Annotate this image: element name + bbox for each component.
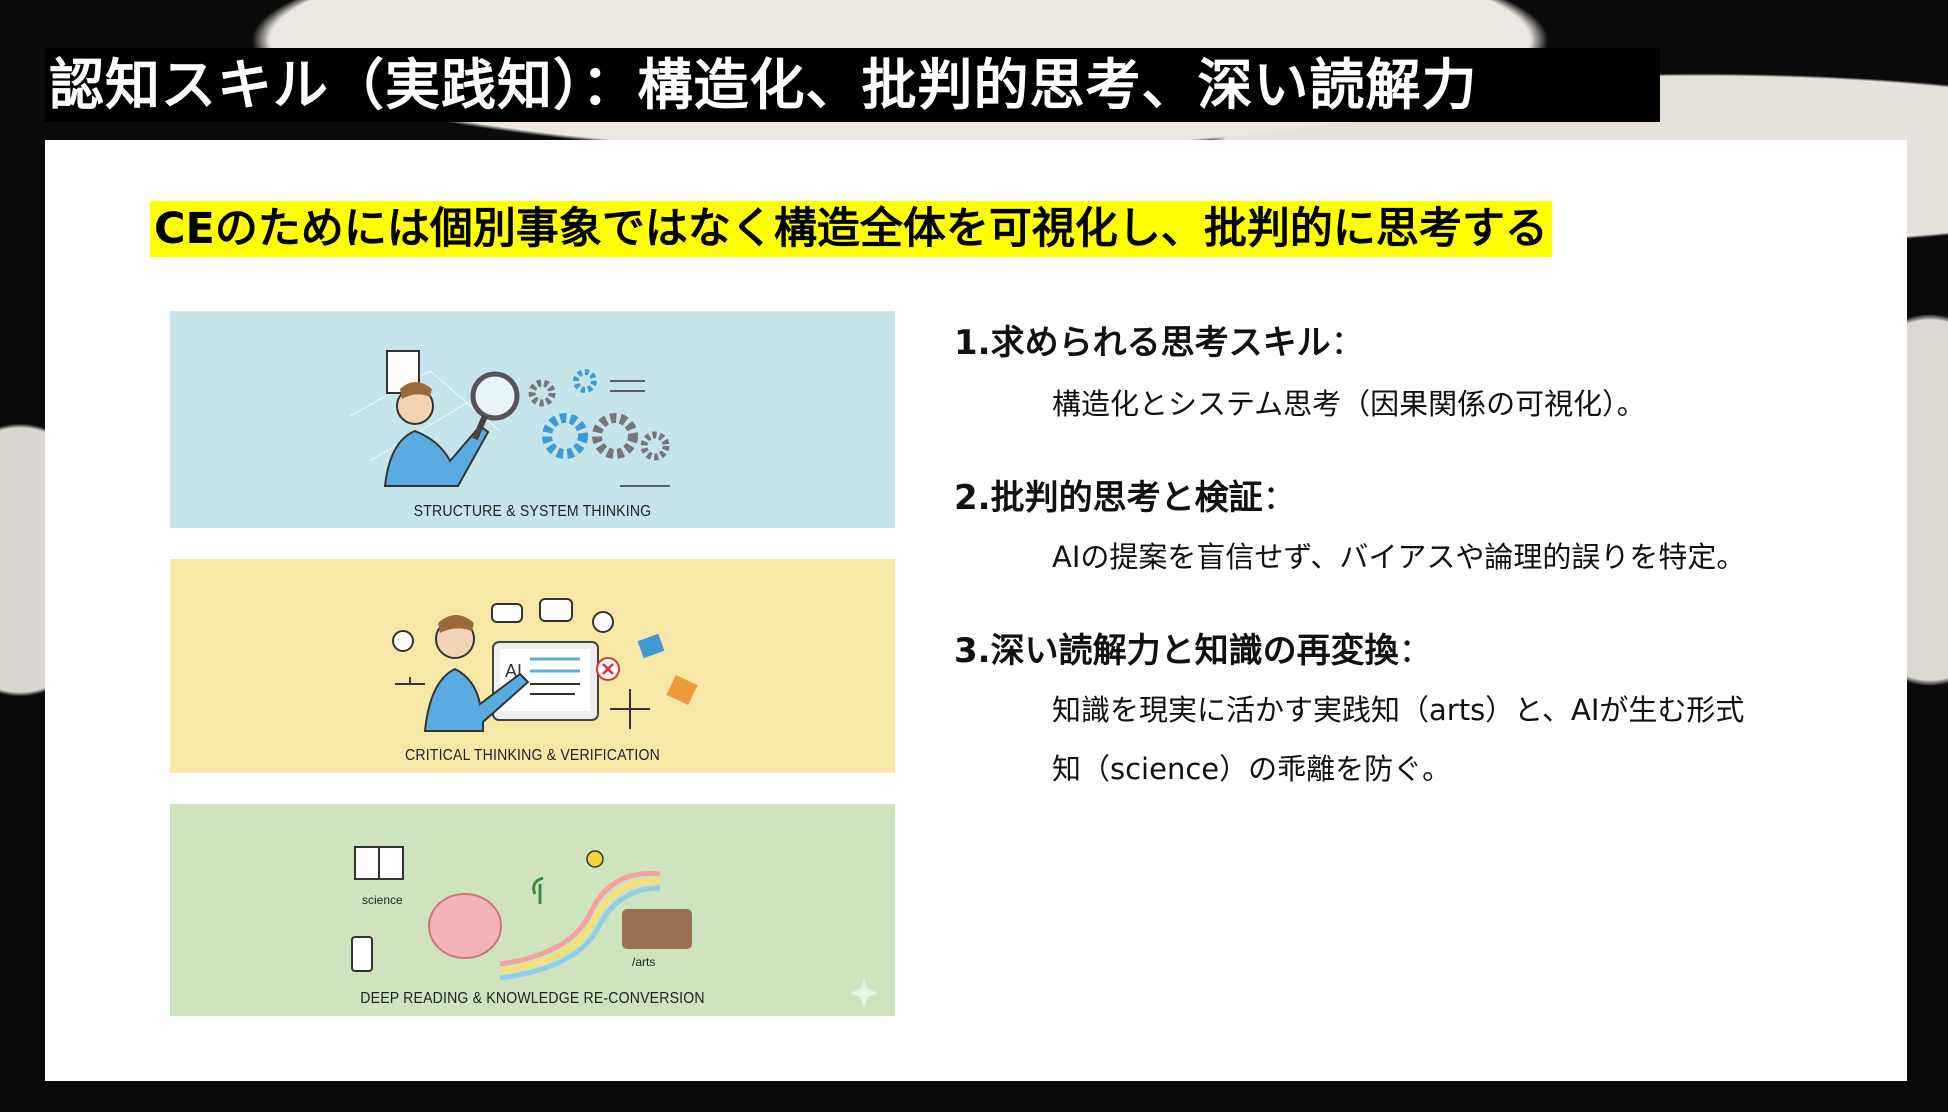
heading-colon: ： — [1398, 631, 1433, 671]
gears-icon — [528, 369, 670, 461]
page-title: 認知スキル（実践知）：構造化、批判的思考、深い読解力 — [49, 53, 1478, 117]
phone-icon — [351, 936, 373, 972]
sparkle-icon — [850, 979, 878, 1007]
question-bubble-icon — [392, 630, 414, 652]
illustration-critical-thinking: AI CRITICAL THINKING & VERIFICATION — [170, 559, 895, 773]
critical-thinking-illustration: AI — [392, 598, 698, 732]
illustration-caption: STRUCTURE & SYSTEM THINKING — [413, 503, 652, 520]
section-body-1: 構造化とシステム思考（因果関係の可視化）。 — [1052, 387, 1646, 421]
heading-colon: ： — [1262, 478, 1297, 518]
illustration-structure-thinking: STRUCTURE & SYSTEM THINKING — [170, 311, 895, 528]
deep-reading-illustration: science /arts — [351, 846, 878, 1007]
lightbulb-icon — [586, 850, 604, 868]
brain-icon — [428, 893, 502, 959]
scale-icon — [610, 689, 650, 729]
section-heading-3: 3.深い読解力と知識の再変換： — [954, 623, 1433, 672]
soil-icon — [622, 909, 692, 949]
section-body-2: AIの提案を盲信せず、バイアスや論理的誤りを特定。 — [1052, 540, 1746, 574]
section-heading-1: 1.求められる思考スキル： — [954, 315, 1365, 364]
chat-bubble-icon — [491, 603, 523, 623]
section-body-3-line-2: 知（science）の乖離を防ぐ。 — [1052, 752, 1452, 786]
content-panel: CEのためには個別事象ではなく構造全体を可視化し、批判的に思考する STRUCT… — [45, 140, 1907, 1081]
illustration-caption: DEEP READING & KNOWLEDGE RE-CONVERSION — [360, 990, 705, 1007]
heading-colon: ： — [1330, 323, 1365, 363]
sprout-icon — [532, 876, 544, 904]
puzzle-icon — [666, 674, 698, 706]
question-bubble-icon — [592, 611, 614, 633]
structure-illustration — [349, 350, 670, 487]
highlighted-subtitle: CEのためには個別事象ではなく構造全体を可視化し、批判的に思考する — [150, 201, 1552, 257]
illustration-caption: CRITICAL THINKING & VERIFICATION — [405, 747, 660, 764]
scale-icon — [395, 677, 425, 685]
title-bar: 認知スキル（実践知）：構造化、批判的思考、深い読解力 — [45, 48, 1660, 122]
heading-text: 1.求められる思考スキル — [954, 323, 1331, 363]
heading-text: 3.深い読解力と知識の再変換 — [954, 631, 1399, 671]
section-body-3-line-1: 知識を現実に活かす実践知（arts）と、AIが生む形式 — [1052, 693, 1745, 727]
magnifier-icon — [470, 371, 520, 421]
section-heading-2: 2.批判的思考と検証： — [954, 470, 1297, 519]
puzzle-icon — [637, 633, 665, 659]
person-body — [383, 424, 490, 487]
science-label: science — [362, 893, 403, 907]
arts-label: /arts — [632, 955, 655, 969]
heading-text: 2.批判的思考と検証 — [954, 478, 1263, 518]
illustration-deep-reading: science /arts DEEP READING & KNOWLEDGE R… — [170, 804, 895, 1016]
chat-bubble-icon — [539, 598, 573, 622]
